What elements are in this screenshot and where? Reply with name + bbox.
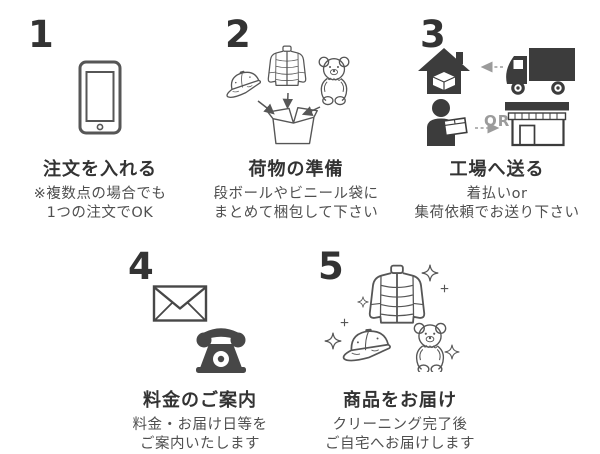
- sparkle-icons: [324, 264, 460, 360]
- step-5-number: 5: [318, 245, 344, 288]
- step-5-desc: クリーニング完了後 ご自宅へお届けします: [300, 416, 500, 454]
- delivery-items-illustration: [324, 264, 460, 372]
- step-3-number: 3: [420, 13, 446, 56]
- step-5-title: 商品をお届け: [343, 390, 457, 411]
- step-2-desc-line1: 段ボールやビニール袋に: [213, 186, 379, 202]
- step-4-title: 料金のご案内: [143, 390, 257, 411]
- step-3-desc: 着払いor 集荷依頼でお送り下さい: [398, 185, 596, 223]
- step-1-number: 1: [28, 13, 54, 56]
- down-jacket-icon: [368, 264, 426, 324]
- envelope-icon: [152, 285, 208, 322]
- store-icon: [505, 102, 569, 147]
- cap-icon: [221, 66, 264, 100]
- arrow-down-icons: [257, 92, 321, 117]
- step-1-desc-line1: ※複数点の場合でも: [33, 186, 167, 202]
- step-2-number: 2: [225, 13, 251, 56]
- down-jacket-icon: [267, 45, 307, 86]
- step-3: 3: [398, 8, 596, 223]
- step-1-icon-area: [8, 60, 192, 136]
- step-3-desc-line2: 集荷依頼でお送り下さい: [414, 205, 580, 222]
- step-1-title: 注文を入れる: [43, 159, 157, 180]
- step-1: 1 注文を入れる ※複数点の場合でも 1つの注文でOK: [8, 8, 192, 223]
- step-3-icon-area: OR: [398, 48, 596, 148]
- cardboard-box-icon: [267, 107, 319, 145]
- step-3-title: 工場へ送る: [449, 159, 545, 180]
- step-2-desc-line2: まとめて梱包して下さい: [213, 205, 379, 222]
- step-2-title: 荷物の準備: [248, 159, 344, 180]
- smartphone-icon: [78, 60, 122, 135]
- pack-items-illustration: [221, 45, 350, 145]
- shipping-options-illustration: [418, 48, 575, 147]
- step-2-desc: 段ボールやビニール袋に まとめて梱包して下さい: [196, 185, 396, 223]
- step-4-desc: 料金・お届け日等を ご案内いたします: [100, 416, 300, 454]
- step-4-icon-area: [100, 285, 300, 383]
- step-5-desc-line1: クリーニング完了後: [332, 417, 468, 433]
- step-3-desc-line1: 着払いor: [466, 186, 528, 202]
- step-1-desc-line2: 1つの注文でOK: [46, 205, 154, 222]
- or-label: OR: [484, 112, 511, 130]
- cap-icon: [340, 326, 392, 363]
- step-5: 5 商品をお届け クリーニング完了後 ご自宅へお: [300, 243, 500, 454]
- step-4-number: 4: [128, 245, 154, 288]
- step-4-desc-line1: 料金・お届け日等を: [132, 417, 268, 433]
- step-2: 2 荷物の準備 段ボールやビニール袋に まとめて梱包して下さい: [196, 8, 396, 223]
- teddy-bear-icon: [318, 56, 350, 106]
- step-4: 4 料金のご案内 料金・お届け: [100, 243, 300, 454]
- truck-icon: [506, 48, 575, 95]
- teddy-bear-icon: [413, 322, 447, 372]
- mail-phone-illustration: [152, 285, 246, 373]
- step-5-desc-line2: ご自宅へお届けします: [325, 436, 475, 453]
- telephone-icon: [196, 328, 246, 373]
- step-4-desc-line2: ご案内いたします: [140, 436, 260, 453]
- house-package-icon: [418, 48, 470, 94]
- person-with-package-icon: [427, 99, 468, 146]
- step-2-icon-area: [196, 45, 396, 145]
- step-1-desc: ※複数点の場合でも 1つの注文でOK: [8, 185, 192, 223]
- step-5-icon-area: [300, 262, 500, 372]
